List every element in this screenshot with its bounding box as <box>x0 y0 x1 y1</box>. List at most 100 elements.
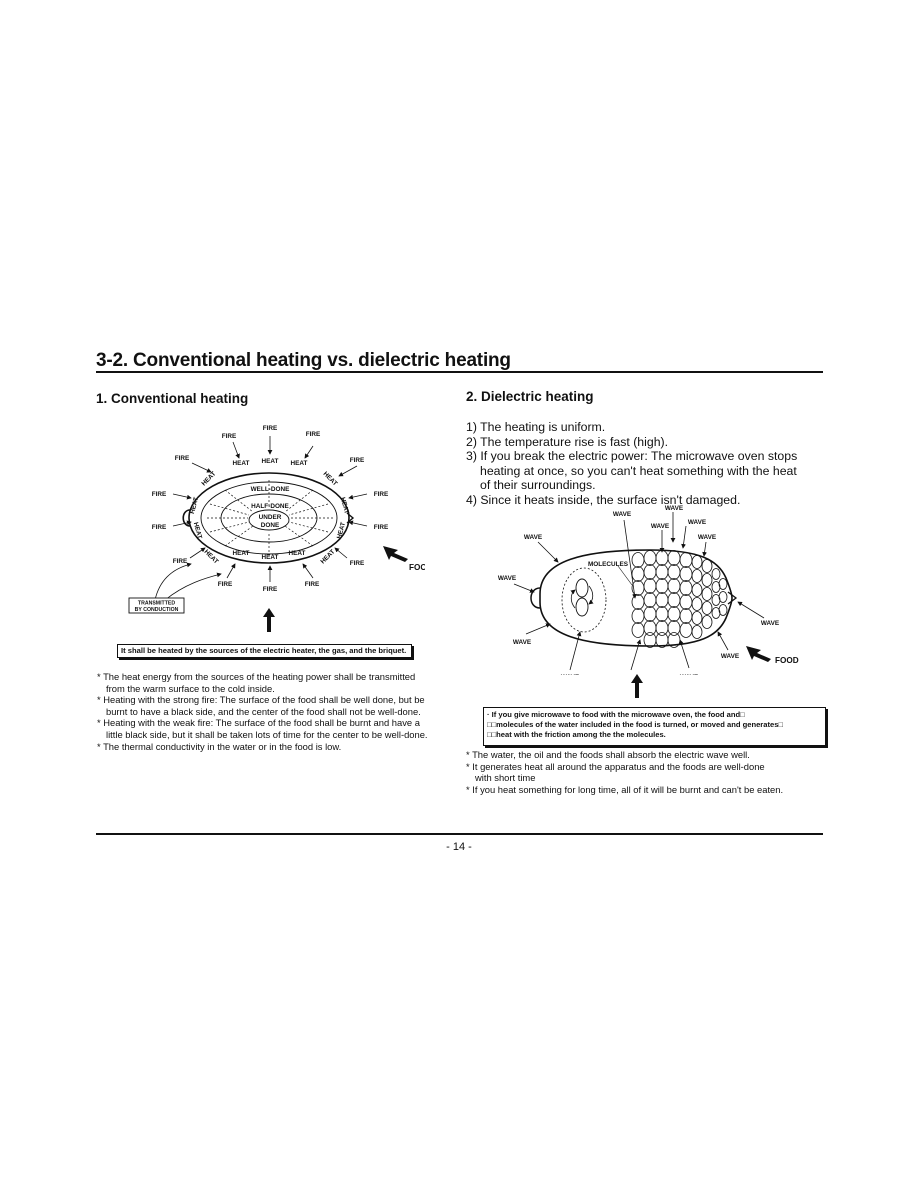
molecule <box>679 594 693 610</box>
food-label: FOOD <box>775 656 799 665</box>
food-arrow <box>746 646 771 662</box>
under-done-core <box>248 509 290 531</box>
wave-label: WAVE <box>513 639 532 646</box>
note-line: * Heating with the weak fire: The surfac… <box>97 717 420 729</box>
molecule <box>701 615 713 629</box>
molecule <box>575 578 589 598</box>
fire-label: FIRE <box>263 425 278 432</box>
dielectric-caption-box: · If you give microwave to food with the… <box>483 707 826 746</box>
heat-paths <box>207 480 333 556</box>
point-line: heating at once, so you can't heat somet… <box>480 463 797 478</box>
fire-label: FIRE <box>350 560 365 567</box>
dielectric-heating-diagram: WAVE WAVE WAVE WAVE WAVE WAVE WAVE WAVE … <box>498 505 799 675</box>
food-tip-right <box>346 512 355 524</box>
note-line: burnt to have a black side, and the cent… <box>106 705 421 717</box>
fire-label: FIRE <box>218 581 233 588</box>
molecule <box>718 578 728 590</box>
molecule <box>643 564 657 580</box>
conventional-caption: It shall be heated by the sources of the… <box>121 646 407 655</box>
page-number: - 14 - <box>446 841 472 853</box>
molecule <box>701 573 713 587</box>
transmitted-label: TRANSMITTED <box>138 601 175 607</box>
heat-label: HEAT <box>262 554 279 561</box>
wave-label: WAVE <box>665 505 684 512</box>
molecule <box>701 587 713 601</box>
food-tip-left <box>530 587 541 609</box>
note-line: little black side, but it shall be taken… <box>106 728 428 740</box>
wave-label: WAVE <box>561 674 580 675</box>
fire-label: FIRE <box>305 581 320 588</box>
heat-label: HEAT <box>189 496 200 514</box>
wave-label: WAVE <box>524 534 543 541</box>
molecule <box>691 597 703 611</box>
molecule <box>631 566 645 582</box>
molecule <box>631 608 645 624</box>
molecule-grid <box>631 550 728 648</box>
molecule <box>679 566 693 582</box>
molecule <box>711 568 721 580</box>
molecule <box>679 622 693 638</box>
heat-label: HEAT <box>339 497 350 515</box>
molecule <box>655 620 669 636</box>
up-arrow-icon <box>631 674 643 698</box>
molecules-label: MOLECULES <box>588 561 629 568</box>
wave-label: WAVE <box>698 534 717 541</box>
note-line: * It generates heat all around the appar… <box>466 760 765 772</box>
footer-rule <box>96 833 823 835</box>
food-label: FOOD <box>409 563 425 572</box>
molecule <box>701 601 713 615</box>
point-line: 4) Since it heats inside, the surface is… <box>466 492 741 507</box>
fire-label: FIRE <box>152 491 167 498</box>
molecule <box>691 625 703 639</box>
molecule <box>643 550 657 566</box>
conduction-curve-2 <box>164 572 222 601</box>
molecule <box>667 606 681 622</box>
molecule <box>631 552 645 568</box>
transmitted-label: BY CONDUCTION <box>135 607 179 613</box>
well-done-label: WELL-DONE <box>251 486 290 493</box>
molecule <box>718 604 728 616</box>
wave-label: WAVE <box>651 523 670 530</box>
note-line: * The water, the oil and the foods shall… <box>466 749 750 760</box>
fire-label: FIRE <box>306 431 321 438</box>
molecule <box>631 622 645 638</box>
note-line: with short time <box>475 772 536 784</box>
molecule <box>691 611 703 625</box>
molecule <box>691 583 703 597</box>
molecule <box>679 608 693 624</box>
molecule <box>667 592 681 608</box>
food-tip-right <box>727 591 738 605</box>
fire-label: FIRE <box>222 433 237 440</box>
conventional-heating-diagram: FIRE FIRE FIRE FIRE FIRE FIRE FIRE FIRE … <box>128 425 425 614</box>
wave-label: WAVE <box>721 653 740 660</box>
heat-label: HEAT <box>233 460 250 467</box>
molecule-region <box>561 567 607 633</box>
heat-label: HEAT <box>336 521 347 539</box>
molecule <box>691 569 703 583</box>
molecule <box>655 606 669 622</box>
molecule <box>655 564 669 580</box>
title-rule <box>96 371 823 373</box>
under-label: UNDER <box>259 514 282 521</box>
wave-arrows <box>513 512 765 671</box>
fire-label: FIRE <box>374 524 389 531</box>
molecule <box>701 559 713 573</box>
dielectric-notes: * The water, the oil and the foods shall… <box>466 749 816 795</box>
heat-label: HEAT <box>192 522 203 540</box>
heat-label: HEAT <box>262 458 279 465</box>
molecule <box>643 592 657 608</box>
molecule <box>667 620 681 636</box>
molecule <box>679 580 693 596</box>
done-label: DONE <box>261 522 280 529</box>
fire-label: FIRE <box>173 558 188 565</box>
conduction-curve-1 <box>154 562 192 601</box>
fire-label: FIRE <box>350 457 365 464</box>
point-line: 3) If you break the electric power: The … <box>466 449 798 463</box>
up-arrow-icon <box>263 608 275 632</box>
wave-label: WAVE <box>688 519 707 526</box>
molecule <box>655 550 669 566</box>
caption-line: □□heat with the friction among the the m… <box>487 730 666 739</box>
molecule <box>667 550 681 566</box>
molecule <box>655 592 669 608</box>
fire-label: FIRE <box>152 524 167 531</box>
